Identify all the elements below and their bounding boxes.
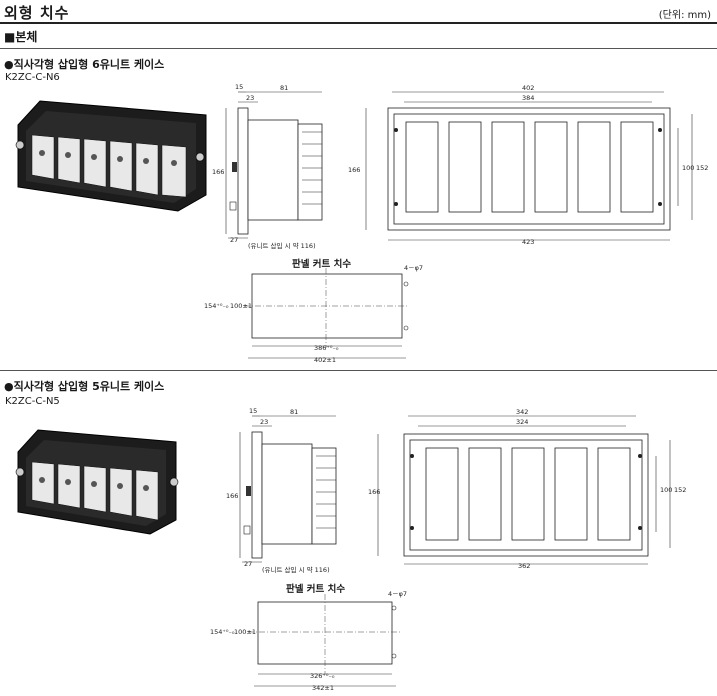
- case5-side-d23: 23: [260, 418, 268, 426]
- case5-panel-w342: 342±1: [312, 684, 334, 692]
- case6-panel-title: 판넬 커트 치수: [292, 259, 352, 270]
- case5-front-d152: 152: [674, 486, 686, 494]
- case5-side-d27: 27: [244, 560, 252, 568]
- case6-model: K2ZC-C-N6: [5, 72, 60, 83]
- case6-panel-cutout: 4－φ7 154⁺⁰₋₀ 100±1 386⁺⁰₋₀ 402±1: [204, 264, 423, 364]
- title-rule: [0, 22, 717, 24]
- case5-side-d166: 166: [226, 492, 238, 500]
- case5-front-d100: 100: [660, 486, 672, 494]
- case6-panel-w386: 386⁺⁰₋₀: [314, 344, 339, 352]
- case5-front-d362: 362: [518, 562, 530, 570]
- case6-panel-h154: 154⁺⁰₋₀: [204, 302, 229, 310]
- case5-side-view: 15 81 23 166 27 (유니트 삽입 시 약 116): [226, 407, 337, 574]
- case5-panel-h154: 154⁺⁰₋₀: [210, 628, 235, 636]
- case5-panel-title: 판넬 커트 치수: [286, 584, 346, 595]
- case6-front-view: 402 384 166 100 152 423: [348, 84, 708, 246]
- case5-product-image: [15, 429, 179, 535]
- case5-side-note: (유니트 삽입 시 약 116): [262, 565, 330, 574]
- section-rule: [0, 48, 717, 49]
- case6-front-d100: 100: [682, 164, 694, 172]
- case6-side-d27: 27: [230, 236, 238, 244]
- case6-side-view: 15 81 23 166 27 (유니트 삽입 시 약 116): [212, 83, 323, 250]
- case5-panel-cutout: 4－φ7 154⁺⁰₋₀ 100±1 326⁺⁰₋₀ 342±1: [210, 590, 407, 692]
- case6-front-d166: 166: [348, 166, 360, 174]
- case5-side-d15: 15: [249, 407, 257, 415]
- case5-front-d342: 342: [516, 408, 528, 416]
- case5-front-view: 342 324 166 100 152 362: [368, 408, 686, 570]
- page-title: 외형 치수: [4, 4, 70, 22]
- case6-side-d23: 23: [246, 94, 254, 102]
- case5-panel-h100: 100±1: [234, 628, 256, 636]
- case5-side-d81: 81: [290, 408, 298, 416]
- case5-panel-w326: 326⁺⁰₋₀: [310, 672, 335, 680]
- case6-panel-holes: 4－φ7: [404, 264, 423, 272]
- unit-note: (단위: mm): [658, 10, 711, 21]
- case5-model: K2ZC-C-N5: [5, 396, 60, 407]
- case6-panel-h100: 100±1: [230, 302, 252, 310]
- case6-title: ●직사각형 삽입형 6유니트 케이스: [4, 58, 165, 71]
- case6-front-d423: 423: [522, 238, 534, 246]
- case5-front-d166: 166: [368, 488, 380, 496]
- case5-front-d324: 324: [516, 418, 528, 426]
- case-divider: [0, 370, 717, 371]
- case5-panel-holes: 4－φ7: [388, 590, 407, 598]
- case6-front-d152: 152: [696, 164, 708, 172]
- case6-side-d166: 166: [212, 168, 224, 176]
- case6-side-d15: 15: [235, 83, 243, 91]
- section-heading: ■본체: [4, 30, 38, 44]
- case6-front-d384: 384: [522, 94, 534, 102]
- case6-panel-w402: 402±1: [314, 356, 336, 364]
- case6-side-d81: 81: [280, 84, 288, 92]
- case6-side-note: (유니트 삽입 시 약 116): [248, 241, 316, 250]
- case6-product-image: [15, 100, 207, 212]
- case5-title: ●직사각형 삽입형 5유니트 케이스: [4, 380, 165, 393]
- case6-front-d402: 402: [522, 84, 534, 92]
